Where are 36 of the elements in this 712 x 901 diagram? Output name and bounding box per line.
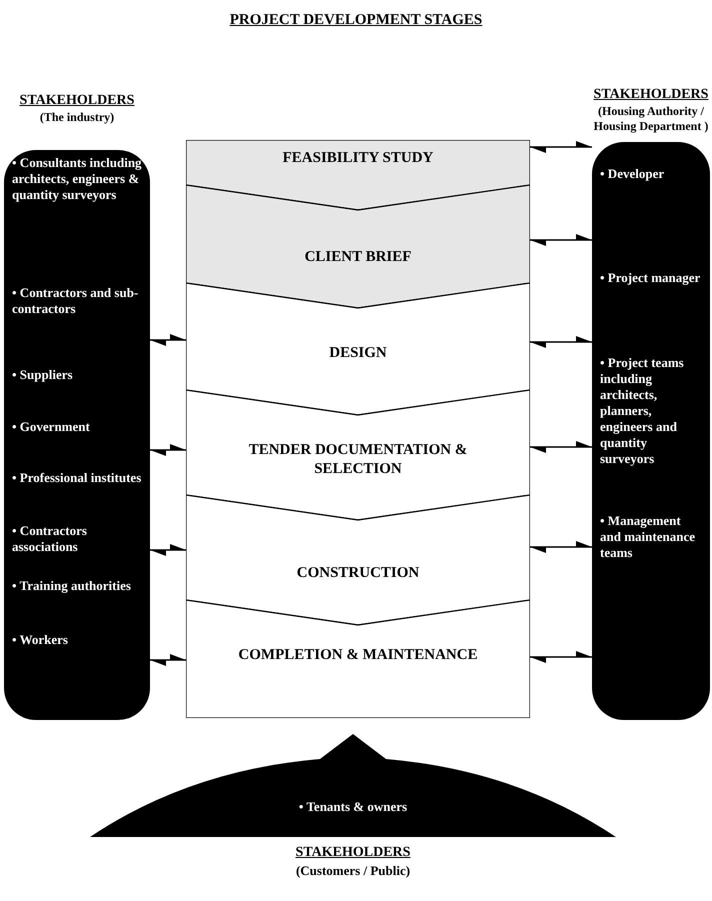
subheading: (Customers / Public) [294, 862, 412, 879]
stage-label: TENDER DOCUMENTATION & SELECTION [248, 441, 468, 479]
list-item: • Project teams including architects, planners, engineers and quantity surveyors [600, 355, 685, 467]
double-arrow [530, 141, 592, 153]
list-item: • Government [12, 419, 91, 435]
stage-label: FEASIBILITY STUDY [282, 149, 434, 168]
list-item: • Suppliers [12, 367, 74, 383]
list-item: • Training authorities [12, 578, 132, 594]
double-arrow [150, 334, 186, 346]
double-arrow [150, 444, 186, 456]
double-arrow [530, 336, 592, 348]
stage-label: DESIGN [328, 344, 388, 363]
stage-label: COMPLETION & MAINTENANCE [237, 646, 479, 665]
stage-label: CLIENT BRIEF [304, 248, 412, 267]
double-arrow [150, 654, 186, 666]
list-item: • Project manager [600, 270, 702, 286]
list-item: • Contractors and sub-contractors [12, 285, 140, 317]
heading: STAKEHOLDERS [18, 92, 136, 109]
list-item: • Professional institutes [12, 470, 142, 486]
list-item: • Tenants & owners [298, 798, 408, 815]
heading: STAKEHOLDERS [294, 844, 412, 861]
list-item: • Workers [12, 632, 69, 648]
list-item: • Contractors associations [12, 523, 88, 555]
stage-label: CONSTRUCTION [296, 564, 420, 583]
double-arrow [530, 234, 592, 246]
heading: STAKEHOLDERS [592, 86, 710, 103]
list-item: • Consultants including architects, engineers & quantity surveyors [12, 155, 143, 203]
list-item: • Management and maintenance teams [600, 513, 696, 561]
title: PROJECT DEVELOPMENT STAGES [228, 12, 484, 29]
double-arrow [530, 651, 592, 663]
double-arrow [530, 441, 592, 453]
double-arrow [530, 541, 592, 553]
subheading: (The industry) [38, 110, 116, 125]
subheading: (Housing Authority / Housing Department ) [592, 104, 710, 134]
double-arrow [150, 544, 186, 556]
list-item: • Developer [600, 166, 666, 182]
